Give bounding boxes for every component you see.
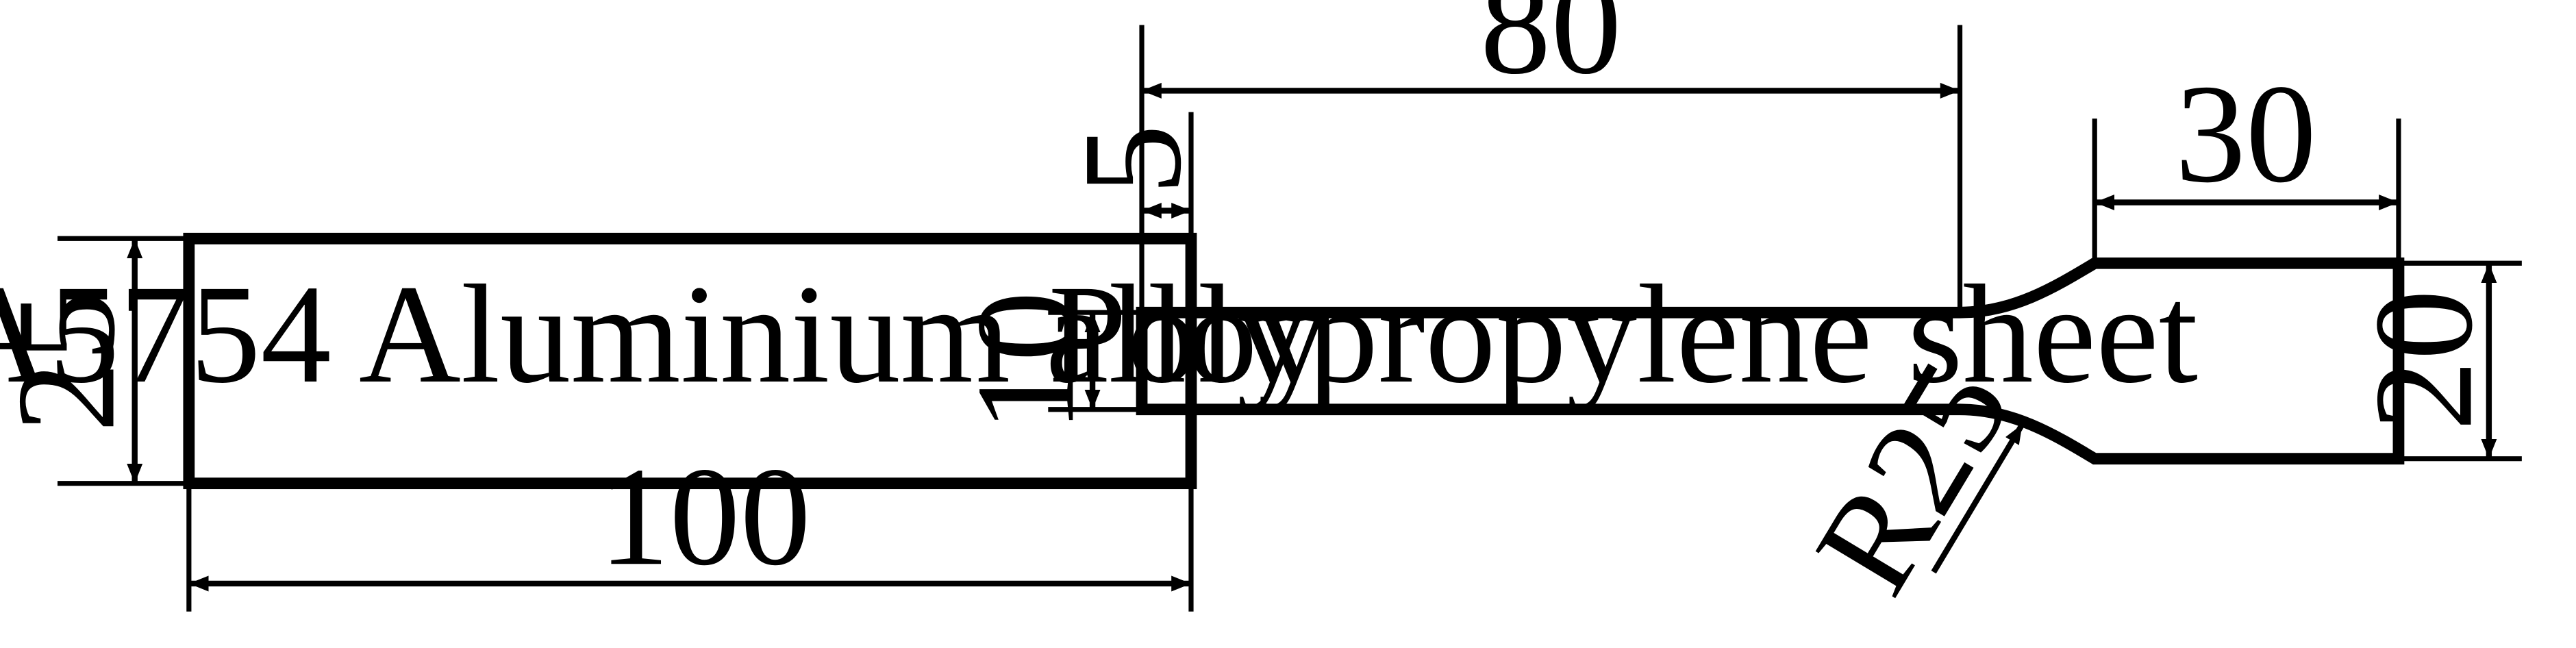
dim-text-25: 25 bbox=[0, 291, 145, 432]
dim-text-20: 20 bbox=[2344, 290, 2501, 431]
dim-text-80: 80 bbox=[1480, 0, 1621, 103]
dimension-lines bbox=[127, 82, 2497, 592]
dim-line-r25 bbox=[1931, 423, 2025, 574]
dim-text-10: 10 bbox=[947, 291, 1103, 432]
dim-text-30: 30 bbox=[2175, 55, 2316, 212]
polypropylene-label: Polypropylene sheet bbox=[1049, 256, 2198, 412]
aluminium-plate bbox=[183, 232, 1197, 490]
dim-text-5: 5 bbox=[1053, 125, 1210, 195]
dim-text-100: 100 bbox=[599, 438, 810, 595]
aluminium-label: A5754 Aluminium alloy bbox=[0, 256, 1328, 412]
